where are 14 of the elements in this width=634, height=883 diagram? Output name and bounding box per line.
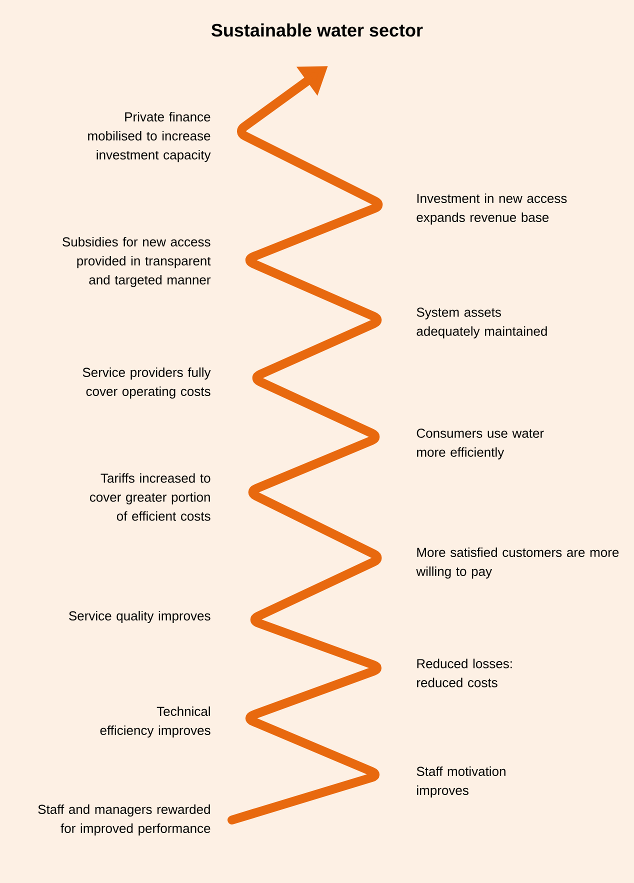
step-label: Service quality improves bbox=[69, 610, 210, 624]
step-label: Tariffs increased to cover greater portion of efficient costs bbox=[90, 473, 210, 521]
step-label: Staff and managers rewarded for improved performance bbox=[38, 804, 210, 836]
title: Sustainable water sector bbox=[211, 23, 423, 37]
step-label: More satisfied customers are more willing to pay bbox=[416, 547, 619, 579]
step-label: Consumers use water more efficiently bbox=[416, 428, 544, 460]
step-label: Investment in new access expands revenue base bbox=[416, 193, 567, 225]
step-label: Service providers fully cover operating costs bbox=[82, 367, 211, 399]
step-label: Subsidies for new access provided in transparent and targeted manner bbox=[62, 236, 211, 288]
step-label: Technical efficiency improves bbox=[100, 706, 210, 738]
step-label: Staff motivation improves bbox=[416, 766, 506, 798]
step-label: Private finance mobilised to increase investment capacity bbox=[88, 112, 211, 162]
step-label: Reduced losses: reduced costs bbox=[417, 658, 512, 688]
step-label: System assets adequately maintained bbox=[416, 308, 547, 338]
